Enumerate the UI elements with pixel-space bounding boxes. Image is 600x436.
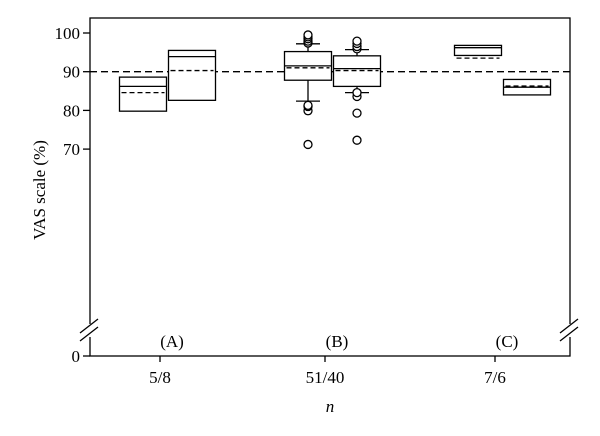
outlier-point — [303, 139, 313, 150]
y-tick-label-zero: 0 — [72, 347, 81, 366]
outlier-point — [352, 135, 362, 145]
box-plot-item — [332, 36, 382, 145]
group-label: (C) — [496, 332, 519, 351]
axis-break-mark — [559, 326, 579, 342]
box-plot-item — [118, 76, 168, 112]
outlier-point — [352, 87, 362, 98]
box-body — [118, 76, 168, 112]
axis-break-mark — [559, 318, 579, 334]
box-body — [453, 44, 503, 57]
box-plot-item — [453, 44, 503, 59]
x-tick-label: 5/8 — [149, 368, 171, 387]
outlier-point — [352, 36, 362, 46]
x-axis-title: n — [326, 397, 335, 416]
x-tick-label: 51/40 — [306, 368, 345, 387]
group-label: (B) — [326, 332, 349, 351]
y-tick-label: 100 — [55, 24, 81, 43]
outlier-point — [303, 100, 313, 111]
axis-break-mark — [79, 318, 99, 334]
outlier-point — [352, 108, 362, 118]
y-tick-label: 70 — [63, 140, 80, 159]
box-body — [167, 49, 217, 101]
box-plot-item — [502, 78, 552, 96]
box-plot-item — [167, 49, 217, 101]
y-axis-title: VAS scale (%) — [30, 140, 49, 240]
plot-frame — [89, 17, 571, 357]
box-plot-item — [283, 30, 333, 150]
axis-break-mark — [79, 326, 99, 342]
group-label: (A) — [160, 332, 184, 351]
outlier-point — [303, 30, 313, 40]
y-tick-label: 90 — [63, 63, 80, 82]
x-tick-label: 7/6 — [484, 368, 506, 387]
box-body — [332, 55, 382, 88]
y-tick-label: 80 — [63, 101, 80, 120]
